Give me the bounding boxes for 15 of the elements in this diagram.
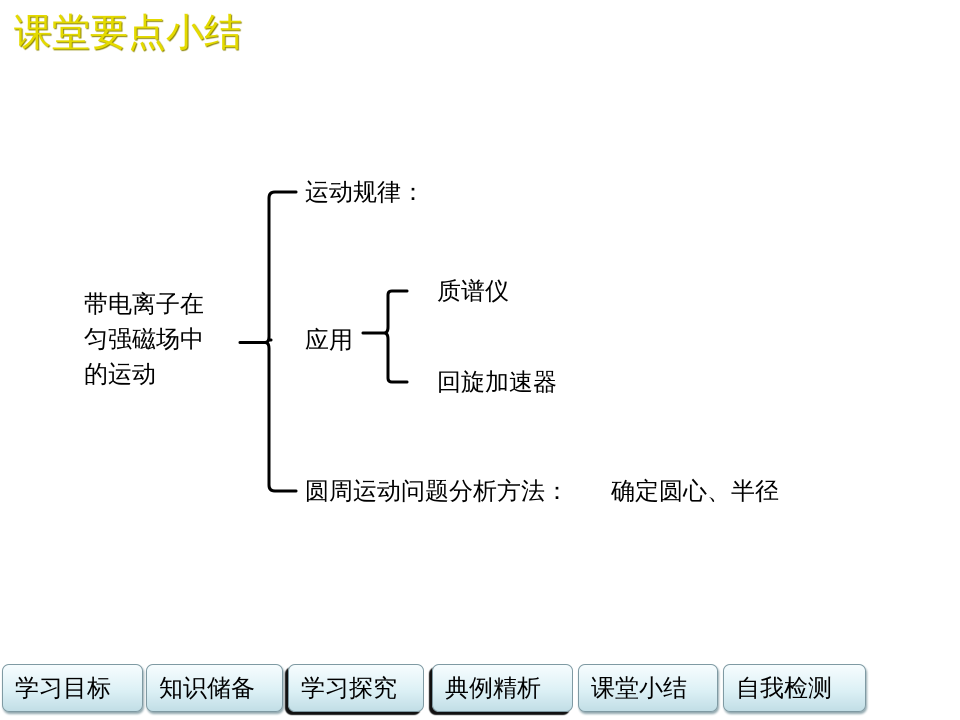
nav-button: 自我检测 [723,664,866,712]
branch-label: 应用 [305,326,353,354]
slide-title: 课堂要点小结 [14,10,242,54]
branch-label: 运动规律： [305,178,425,206]
nav-button: 学习探究 [288,664,424,712]
method-note: 确定圆心、半径 [611,477,779,505]
branch-label: 圆周运动问题分析方法： [305,477,569,505]
branch-label: 质谱仪 [437,277,509,305]
brace [238,190,298,492]
nav-button: 课堂小结 [578,664,718,712]
topic-label: 带电离子在匀强磁场中的运动 [84,289,205,390]
nav-button: 知识储备 [146,664,283,712]
nav-button: 典例精析 [432,664,573,712]
branch-label: 回旋加速器 [437,368,557,396]
nav-button: 学习目标 [2,664,143,712]
